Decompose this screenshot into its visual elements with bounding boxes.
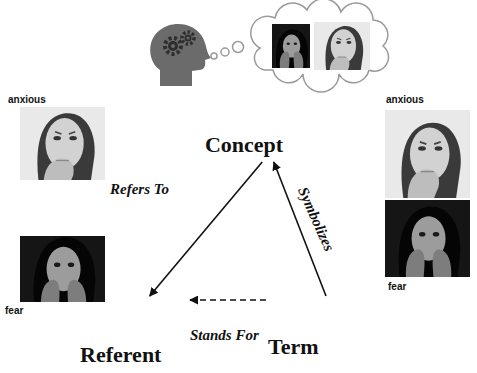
photo-caption: anxious — [8, 94, 46, 105]
face-photo — [20, 227, 105, 312]
vertex-label: Referent — [80, 342, 161, 368]
photo-caption: fear — [5, 305, 23, 316]
triangle-vertex: Referent — [78, 296, 190, 370]
head-icon — [150, 24, 211, 86]
relation-arrow — [190, 299, 266, 301]
thought-cloud — [251, 0, 389, 92]
relation-label: Symbolizes — [293, 182, 339, 255]
thought-dots — [211, 42, 244, 60]
vertex-label: Term — [268, 334, 319, 360]
cloud-photo — [269, 24, 313, 68]
photo-caption: fear — [388, 281, 406, 292]
triangle-vertex: Term — [266, 296, 336, 362]
face-photo — [385, 196, 470, 281]
face-photo — [20, 101, 105, 186]
relation-label: Stands For — [188, 326, 261, 344]
vertex-label: Concept — [205, 132, 283, 158]
photo-caption: anxious — [386, 94, 424, 105]
relation-label: Refers To — [108, 180, 171, 198]
triangle-vertex: Concept — [196, 128, 292, 162]
cloud-photo — [314, 18, 370, 74]
face-photo — [384, 110, 472, 198]
